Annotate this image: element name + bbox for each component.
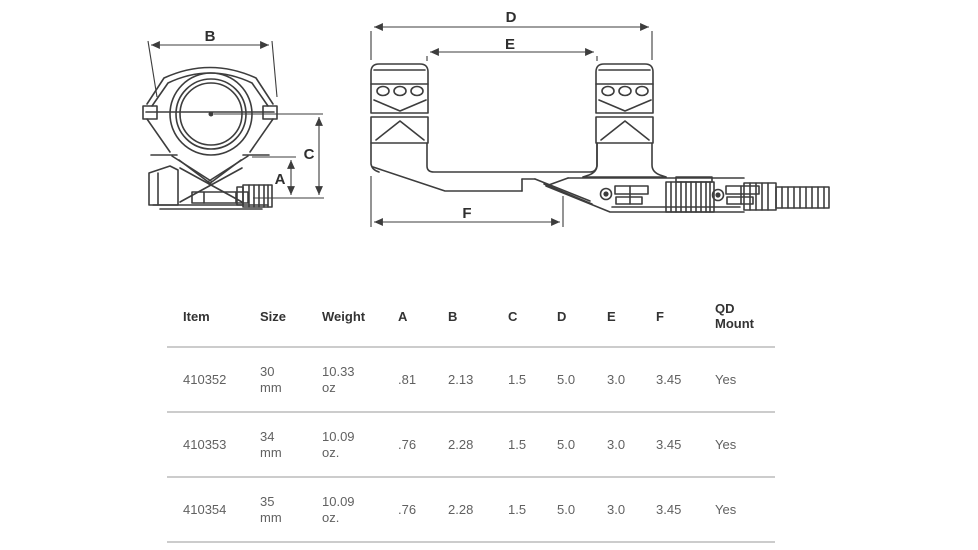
col-header-c: C bbox=[508, 286, 557, 348]
col-header-e: E bbox=[607, 286, 656, 348]
cell-c: 1.5 bbox=[508, 347, 557, 413]
cell-d: 5.0 bbox=[557, 477, 607, 543]
base-rail bbox=[545, 176, 760, 213]
cell-e: 3.0 bbox=[607, 347, 656, 413]
right-ring-cap bbox=[595, 63, 654, 144]
side-view-drawing bbox=[370, 63, 830, 213]
cell-f: 3.45 bbox=[656, 347, 715, 413]
cell-item: 410354 bbox=[167, 477, 260, 543]
cell-f: 3.45 bbox=[656, 477, 715, 543]
col-header-d: D bbox=[557, 286, 607, 348]
cell-b: 2.28 bbox=[448, 477, 508, 543]
cell-item: 410352 bbox=[167, 347, 260, 413]
col-header-size: Size bbox=[260, 286, 322, 348]
cell-item: 410353 bbox=[167, 412, 260, 478]
col-header-item: Item bbox=[167, 286, 260, 348]
col-header-b: B bbox=[448, 286, 508, 348]
cell-b: 2.13 bbox=[448, 347, 508, 413]
cell-weight: 10.09 oz. bbox=[322, 412, 398, 478]
left-ring-cap bbox=[370, 63, 429, 144]
front-view-dimensions bbox=[147, 40, 324, 199]
cell-f: 3.45 bbox=[656, 412, 715, 478]
cell-qd-mount: Yes bbox=[715, 347, 775, 413]
cell-e: 3.0 bbox=[607, 412, 656, 478]
table-row: 410352 30 mm 10.33 oz .81 2.13 1.5 5.0 3… bbox=[167, 347, 775, 413]
front-view-drawing bbox=[142, 66, 278, 210]
cell-weight: 10.09 oz. bbox=[322, 477, 398, 543]
cell-a: .81 bbox=[398, 347, 448, 413]
cell-c: 1.5 bbox=[508, 412, 557, 478]
cell-a: .76 bbox=[398, 412, 448, 478]
technical-drawing: B C A bbox=[142, 9, 830, 227]
dim-label-e: E bbox=[505, 36, 515, 53]
cell-size: 30 mm bbox=[260, 347, 322, 413]
cell-weight: 10.33 oz bbox=[322, 347, 398, 413]
ring-outer-profile bbox=[146, 66, 274, 105]
cantilever-arm bbox=[370, 142, 598, 205]
col-header-qd-mount: QD Mount bbox=[715, 286, 775, 348]
ring-center-mark bbox=[208, 111, 214, 117]
base-clamp bbox=[148, 165, 269, 210]
dim-label-c: C bbox=[304, 146, 315, 163]
col-header-f: F bbox=[656, 286, 715, 348]
table-header-row: Item Size Weight A B C D E F QD Mount bbox=[167, 286, 775, 348]
cell-size: 34 mm bbox=[260, 412, 322, 478]
side-view-dimensions bbox=[370, 23, 653, 227]
dim-label-b: B bbox=[205, 28, 216, 45]
dim-label-d: D bbox=[506, 9, 517, 26]
col-header-weight: Weight bbox=[322, 286, 398, 348]
qd-thumb-nut bbox=[743, 182, 830, 211]
table-row: 410354 35 mm 10.09 oz. .76 2.28 1.5 5.0 … bbox=[167, 477, 775, 543]
cell-c: 1.5 bbox=[508, 477, 557, 543]
table-row: 410353 34 mm 10.09 oz. .76 2.28 1.5 5.0 … bbox=[167, 412, 775, 478]
thumb-nut-front bbox=[236, 184, 273, 208]
dim-label-f: F bbox=[462, 205, 471, 222]
dim-label-a: A bbox=[275, 171, 286, 188]
col-header-a: A bbox=[398, 286, 448, 348]
cell-d: 5.0 bbox=[557, 412, 607, 478]
cell-size: 35 mm bbox=[260, 477, 322, 543]
cell-d: 5.0 bbox=[557, 347, 607, 413]
cell-qd-mount: Yes bbox=[715, 477, 775, 543]
spec-table: Item Size Weight A B C D E F QD Mount 41… bbox=[167, 286, 775, 543]
cell-b: 2.28 bbox=[448, 412, 508, 478]
cell-a: .76 bbox=[398, 477, 448, 543]
cell-e: 3.0 bbox=[607, 477, 656, 543]
cell-qd-mount: Yes bbox=[715, 412, 775, 478]
